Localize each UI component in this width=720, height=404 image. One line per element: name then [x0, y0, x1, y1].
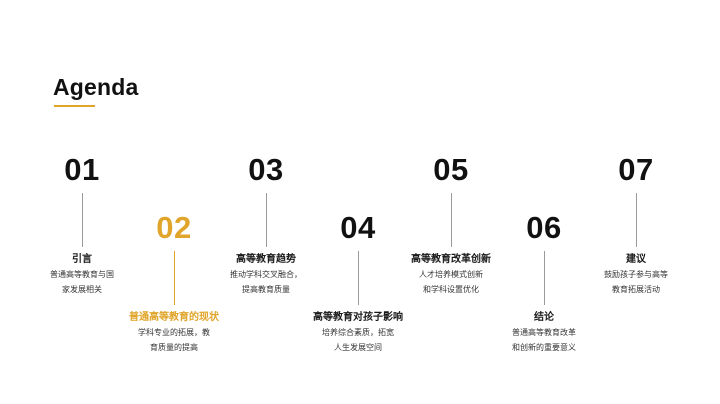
agenda-number: 02	[156, 210, 192, 245]
agenda-desc-line2: 教育拓展活动	[612, 285, 660, 294]
connector-line	[81, 193, 83, 247]
agenda-desc-line2: 育质量的提高	[150, 343, 198, 352]
agenda-title: 建议	[626, 254, 646, 265]
agenda-title: 高等教育对孩子影响	[313, 312, 403, 323]
agenda-desc-line1: 推动学科交叉融合，	[230, 270, 302, 279]
agenda-number: 01	[64, 152, 100, 187]
agenda-number: 05	[433, 152, 469, 187]
agenda-desc-line1: 鼓励孩子参与高等	[604, 270, 668, 279]
connector-line	[357, 251, 359, 305]
agenda-desc-line2: 人生发展空间	[334, 343, 382, 352]
connector-line	[173, 251, 175, 305]
agenda-desc-line2: 和创新的重要意义	[512, 343, 576, 352]
agenda-desc-line2: 提高教育质量	[242, 285, 290, 294]
agenda-desc-line1: 普通高等教育改革	[512, 328, 576, 337]
connector-line	[450, 193, 452, 247]
agenda-title: 高等教育改革创新	[411, 254, 491, 265]
agenda-title: 引言	[72, 254, 92, 265]
title-underline	[54, 105, 95, 107]
agenda-number: 03	[248, 152, 284, 187]
agenda-desc-line2: 和学科设置优化	[423, 285, 479, 294]
agenda-item-01: 01 引言 普通高等教育与国 家发展相关	[2, 153, 162, 297]
agenda-number: 04	[340, 210, 376, 245]
agenda-desc-line1: 培养综合素质，拓宽	[322, 328, 394, 337]
agenda-title: 结论	[534, 312, 554, 323]
agenda-item-06: 06 结论 普通高等教育改革 和创新的重要意义	[464, 211, 624, 355]
agenda-item-03: 03 高等教育趋势 推动学科交叉融合， 提高教育质量	[186, 153, 346, 297]
agenda-desc-line1: 普通高等教育与国	[50, 270, 114, 279]
agenda-desc-line2: 家发展相关	[62, 285, 102, 294]
agenda-desc-line1: 学科专业的拓展，教	[138, 328, 210, 337]
agenda-item-05: 05 高等教育改革创新 人才培养模式创新 和学科设置优化	[371, 153, 531, 297]
agenda-title: 高等教育趋势	[236, 254, 296, 265]
agenda-number: 07	[618, 152, 654, 187]
connector-line	[543, 251, 545, 305]
agenda-number: 06	[526, 210, 562, 245]
page-title: Agenda	[53, 74, 139, 100]
connector-line	[265, 193, 267, 247]
agenda-title: 普通高等教育的现状	[129, 312, 219, 323]
agenda-item-07: 07 建议 鼓励孩子参与高等 教育拓展活动	[556, 153, 716, 297]
agenda-item-02: 02 普通高等教育的现状 学科专业的拓展，教 育质量的提高	[94, 211, 254, 355]
agenda-item-04: 04 高等教育对孩子影响 培养综合素质，拓宽 人生发展空间	[278, 211, 438, 355]
agenda-desc-line1: 人才培养模式创新	[419, 270, 483, 279]
connector-line	[635, 193, 637, 247]
